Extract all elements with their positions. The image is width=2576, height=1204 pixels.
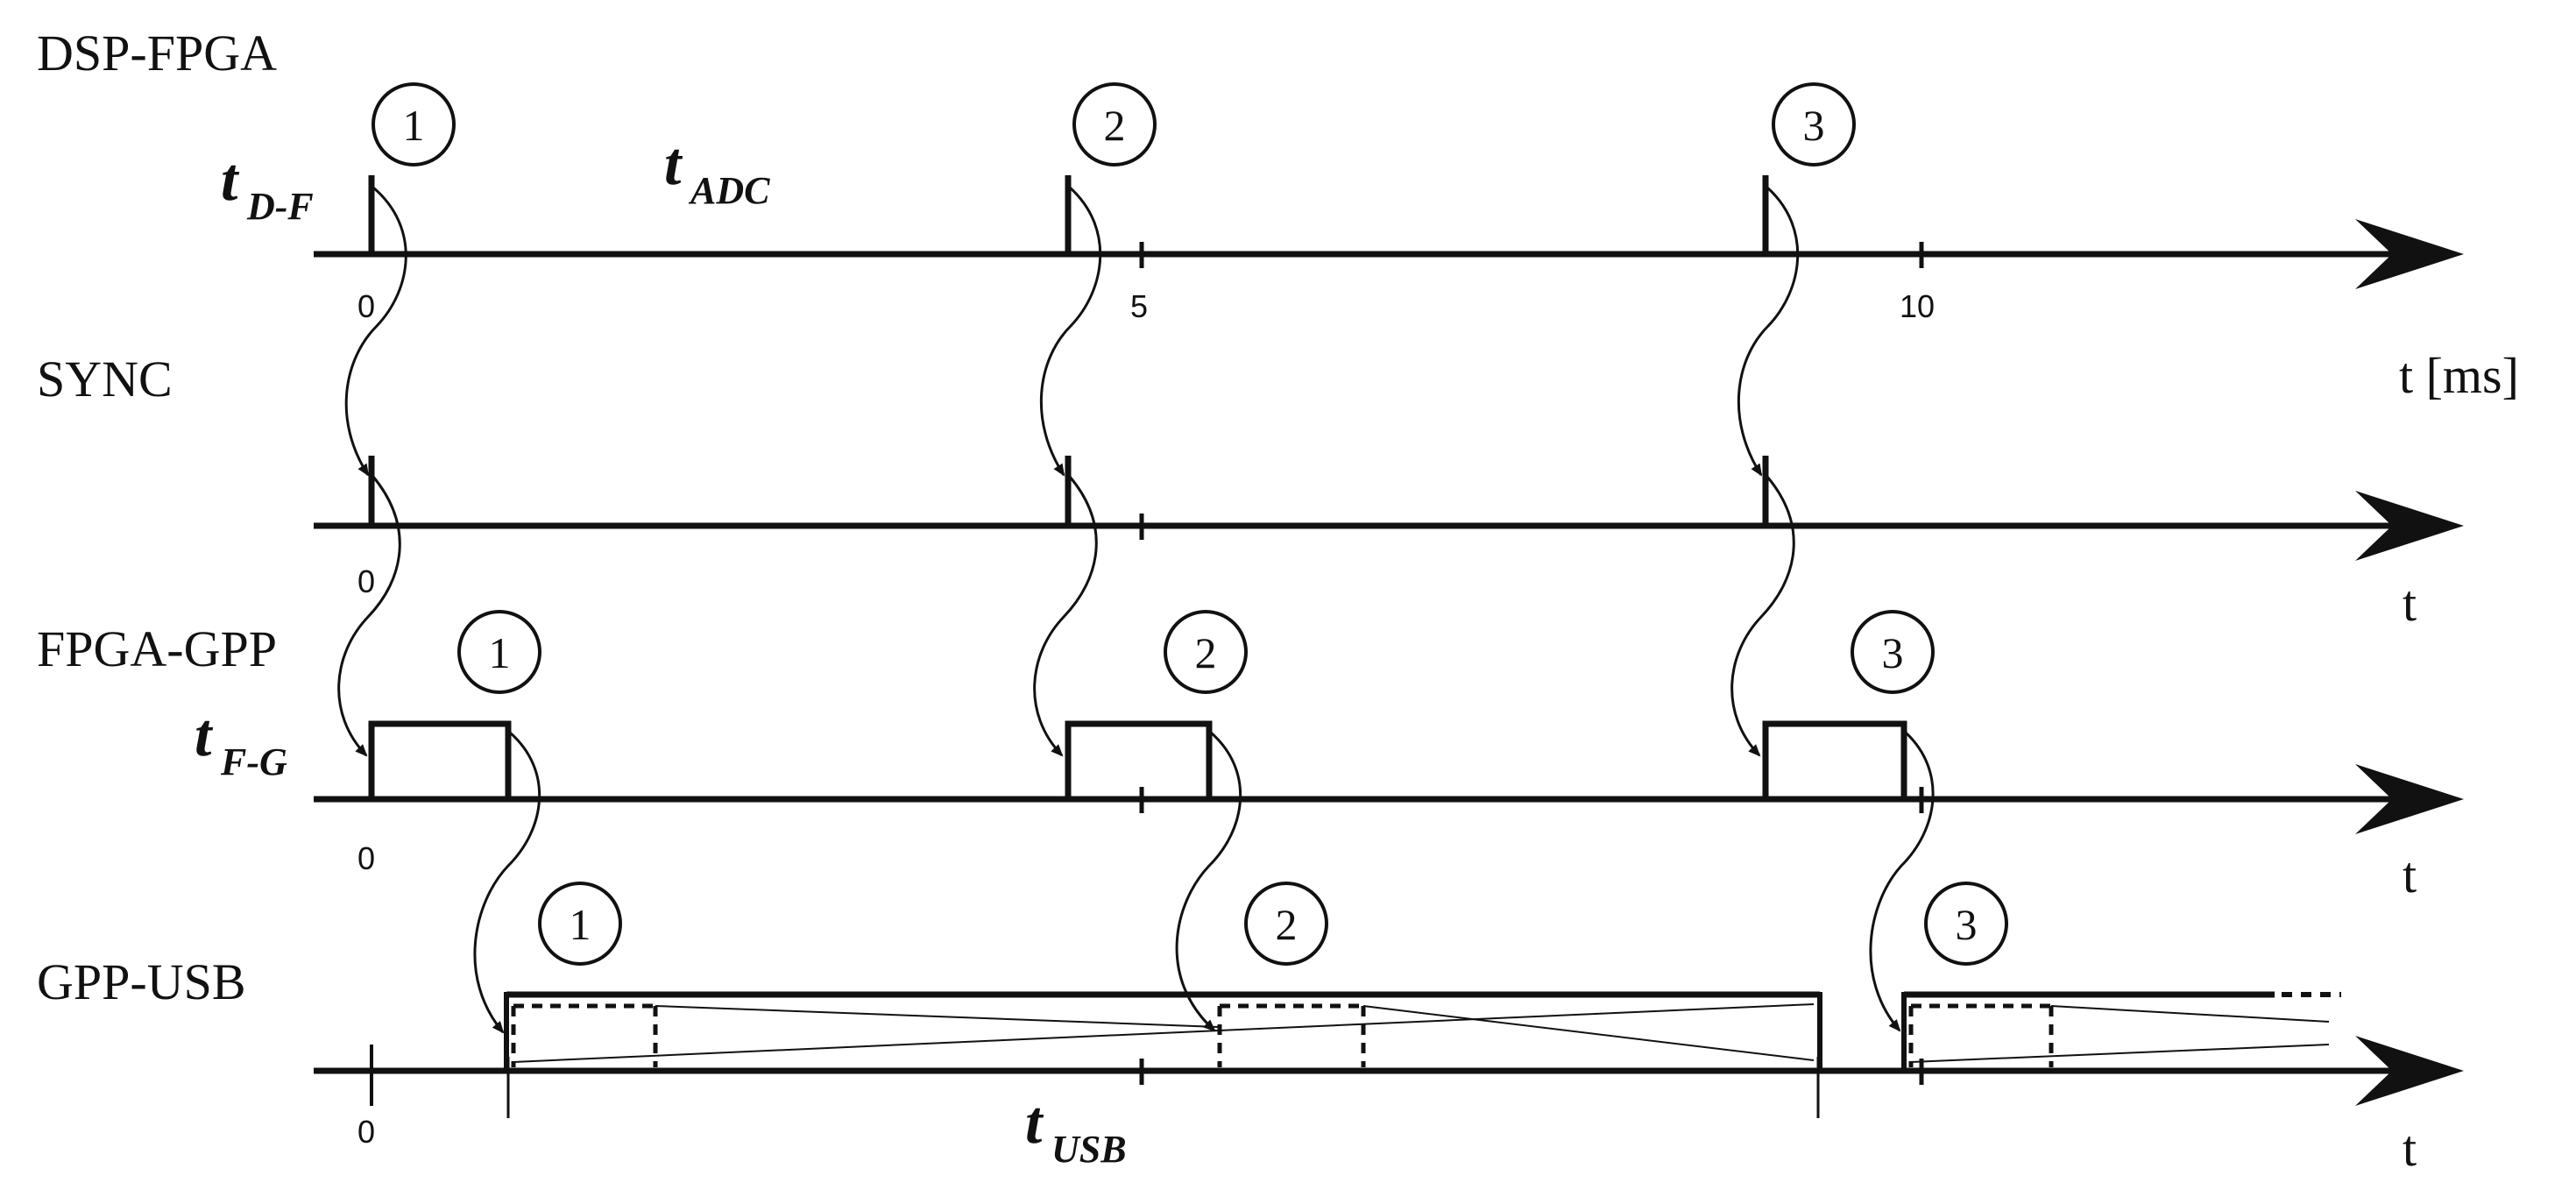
symbol-t-fg: t F-G [195,702,287,783]
arrow-sync-to-fpga-2 [1033,476,1098,757]
tick-label-0-sync: 0 [357,563,375,599]
arrow-fpga-to-usb-2 [1175,731,1242,1032]
usb-transfer-block-3 [1901,991,2341,1071]
circle-label: 1 [489,628,511,677]
tick-label-10-dsp: 10 [1900,288,1935,324]
symbol-t-df: t D-F [221,146,314,228]
circle-3-dsp: 3 [1772,82,1856,166]
symbol-t-usb-sub: USB [1051,1128,1127,1171]
axis-label-usb: t [2403,1120,2417,1177]
arrow-fpga-to-usb-1 [473,731,541,1034]
axis-label-fpga: t [2403,846,2417,903]
circle-1-fpga: 1 [457,610,541,694]
axis-sync [314,456,2464,561]
arrow-fpga-to-usb-3 [1869,731,1935,1032]
arrow-dsp-to-sync-2 [1039,186,1102,477]
circle-2-fpga: 2 [1164,610,1248,694]
arrow-dsp-to-sync-1 [344,186,407,477]
tick-label-0-usb: 0 [357,1114,375,1150]
arrow-sync-to-fpga-3 [1730,476,1795,757]
axis-fpga-gpp [314,720,2464,834]
tick-label-5-dsp: 5 [1130,288,1148,324]
circle-1-dsp: 1 [372,82,456,166]
symbol-t-adc-sub: ADC [688,169,770,212]
circle-label: 3 [1803,101,1825,150]
symbol-t-adc-main: t [664,131,683,198]
symbol-t-df-main: t [221,146,240,214]
circle-label: 3 [1956,900,1978,949]
circle-2-usb: 2 [1244,882,1328,966]
axis-dsp-fpga [314,175,2464,289]
symbol-t-adc: t ADC [664,131,770,212]
symbol-t-usb-main: t [1025,1089,1044,1157]
axis-gpp-usb [314,1036,2464,1118]
row-label-fpga-gpp: FPGA-GPP [37,620,277,677]
axis-label-dsp: t [ms] [2399,347,2519,404]
tick-label-0-dsp: 0 [357,288,375,324]
symbol-t-fg-sub: F-G [220,740,287,783]
circle-3-fpga: 3 [1851,610,1935,694]
circle-2-dsp: 2 [1072,82,1157,166]
arrow-sync-to-fpga-1 [337,476,401,757]
circle-3-usb: 3 [1924,882,2008,966]
symbol-t-fg-main: t [195,702,214,769]
circle-label: 3 [1882,628,1904,677]
circle-label: 2 [1276,900,1298,949]
symbol-t-df-sub: D-F [246,185,314,228]
row-label-dsp-fpga: DSP-FPGA [37,25,277,81]
circle-label: 2 [1104,101,1126,150]
circle-label: 1 [570,900,591,949]
tick-label-0-fpga: 0 [357,840,375,876]
causal-arrows [337,186,1935,1034]
row-label-gpp-usb: GPP-USB [37,953,246,1010]
circle-label: 2 [1195,628,1217,677]
axis-label-sync: t [2403,575,2417,632]
row-label-sync: SYNC [37,351,173,407]
symbol-t-usb: t USB [1025,1089,1127,1171]
circle-1-usb: 1 [538,882,622,966]
arrow-dsp-to-sync-3 [1737,186,1800,477]
usb-transfer-block-1-2 [504,991,1822,1071]
circle-label: 1 [403,101,425,150]
